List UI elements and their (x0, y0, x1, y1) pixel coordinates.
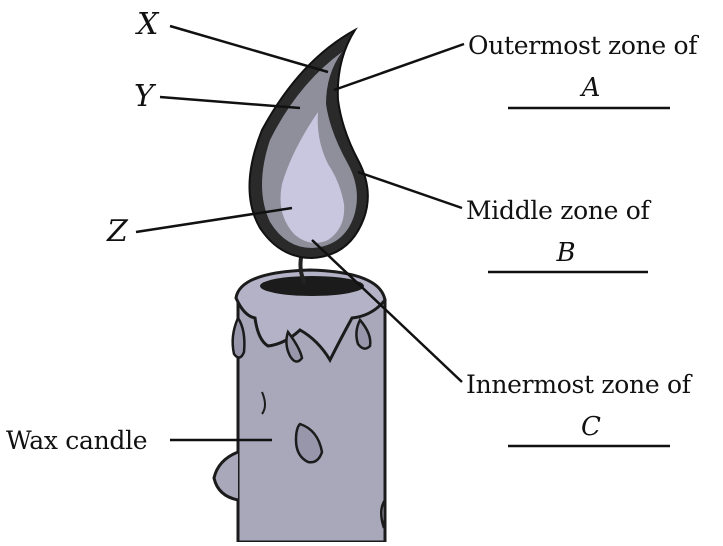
blank-letter-c: C (561, 414, 621, 440)
label-z: Z (107, 217, 128, 247)
leader-outermost (334, 44, 464, 90)
blank-letter-a: A (561, 75, 621, 101)
wick-well (260, 276, 364, 296)
wax-candle-label: Wax candle (6, 428, 147, 453)
zone-innermost-label: Innermost zone of (466, 372, 691, 397)
blank-letter-b: B (536, 240, 596, 266)
label-x: X (137, 10, 158, 40)
flame (249, 30, 367, 258)
zone-middle-label: Middle zone of (466, 198, 650, 223)
label-y: Y (134, 82, 154, 112)
wax-drip (214, 452, 238, 500)
candle (214, 270, 385, 542)
zone-outermost-label: Outermost zone of (468, 33, 697, 58)
leader-x (170, 26, 328, 72)
leader-middle (358, 172, 462, 208)
